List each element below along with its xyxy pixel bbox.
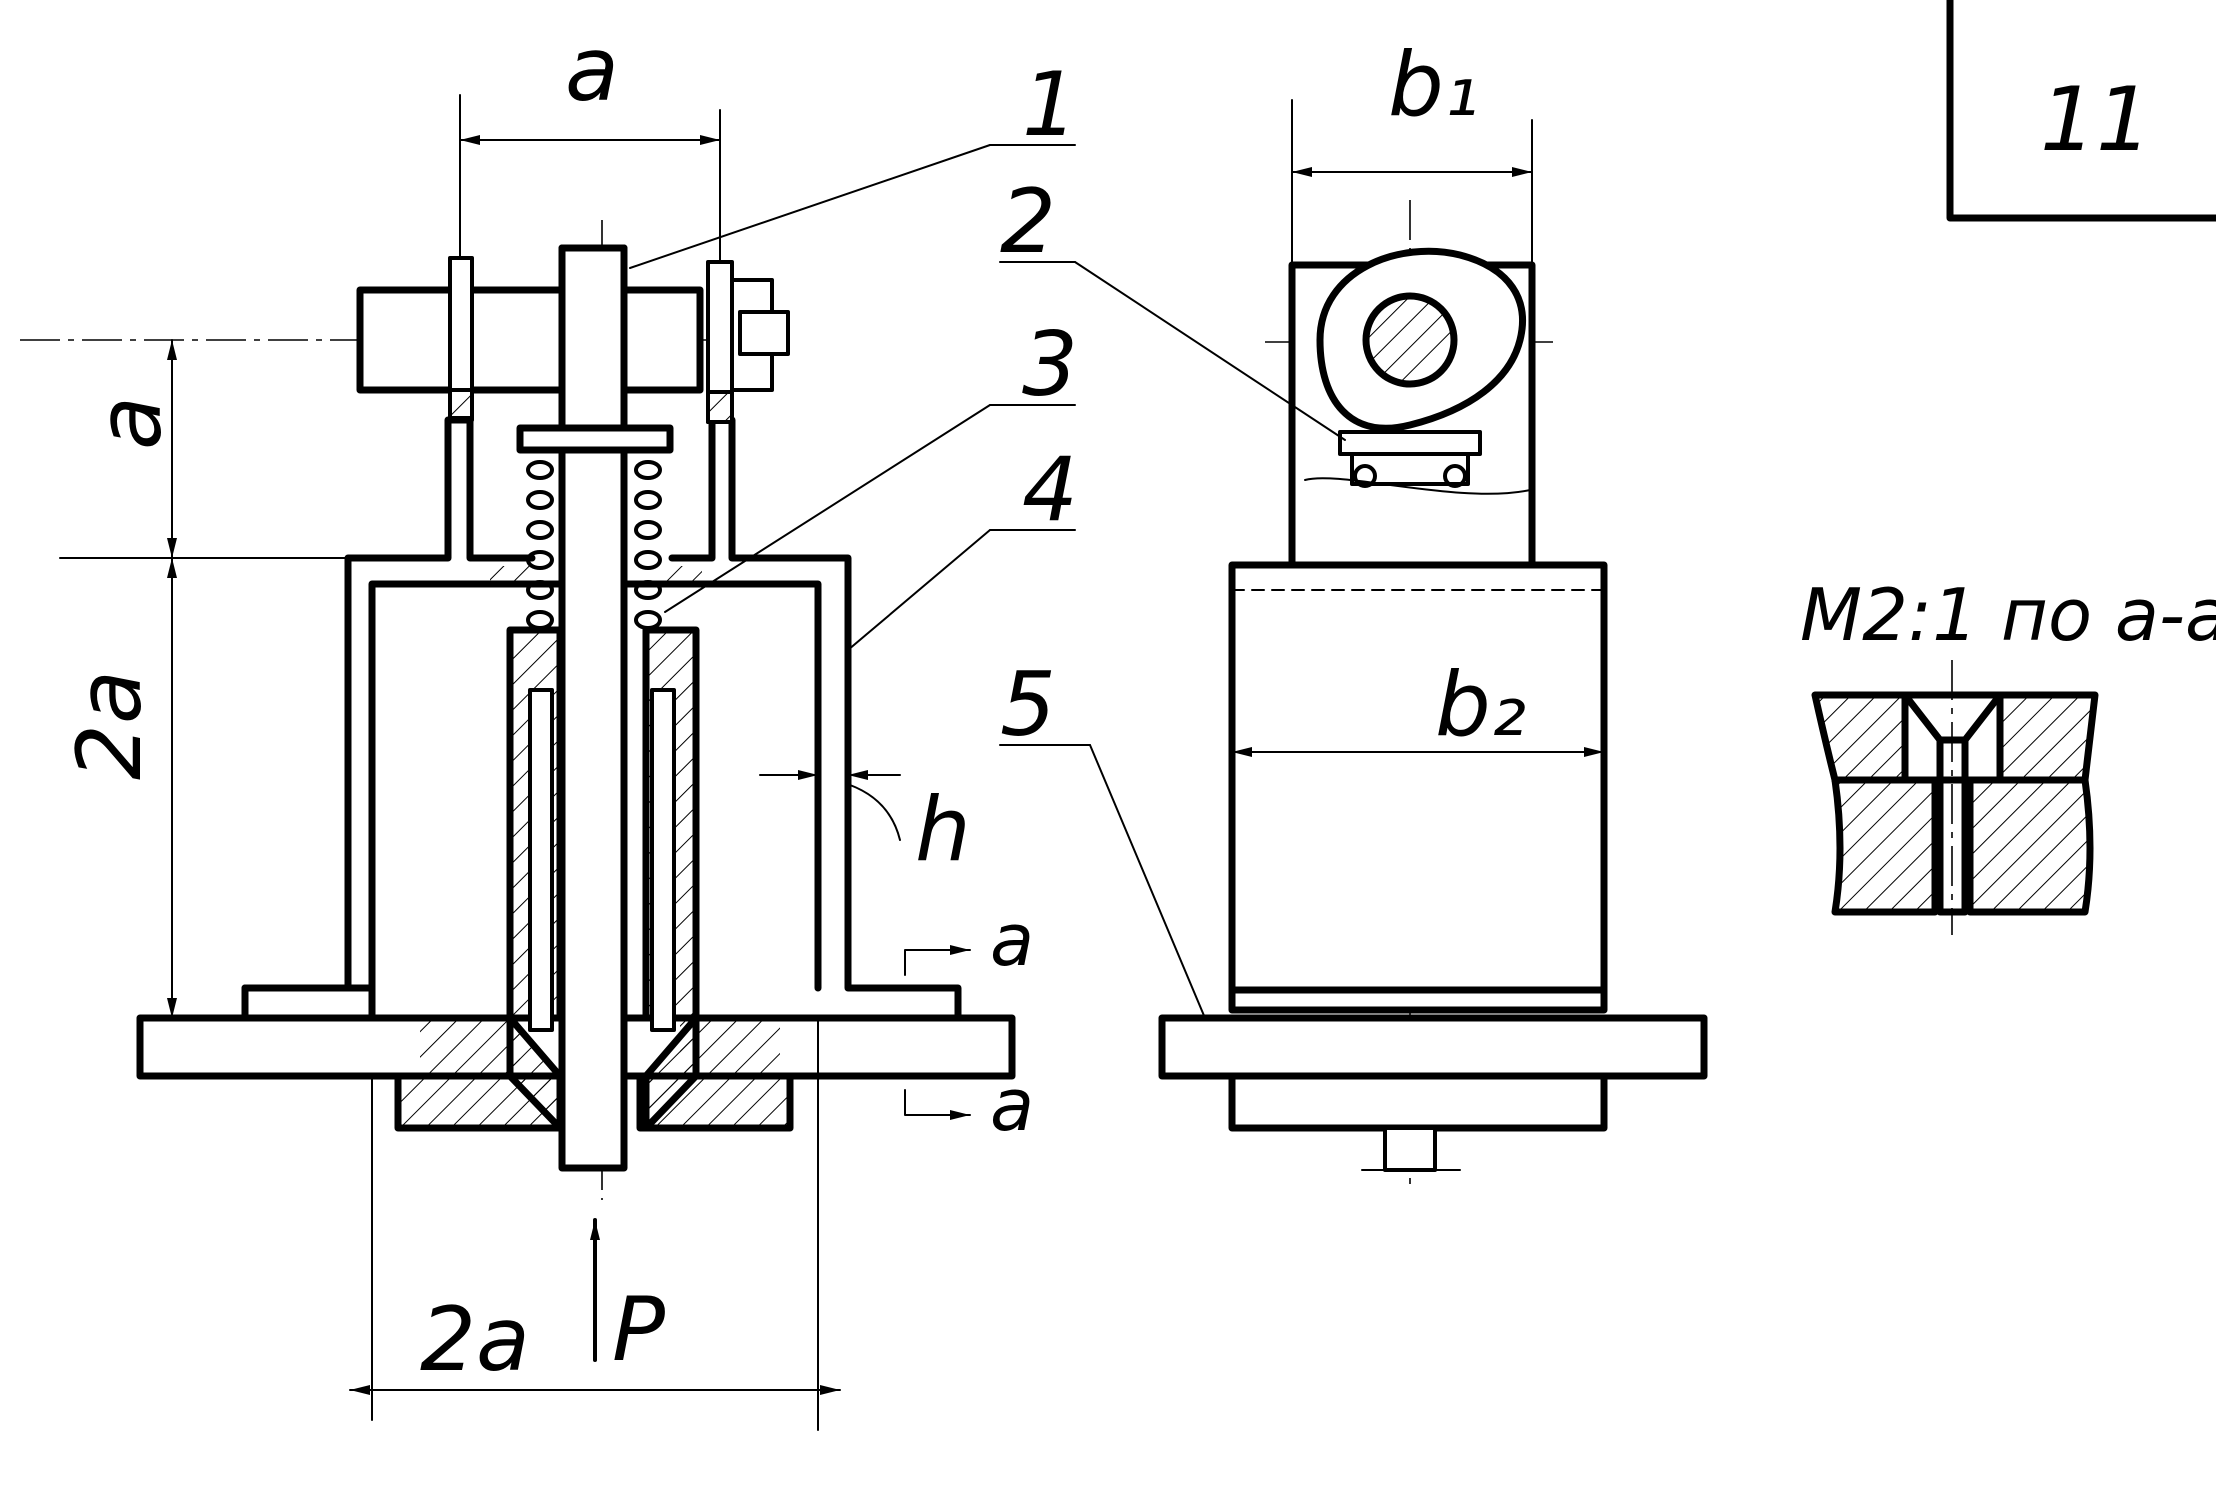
detail-title: M2:1 по a-a <box>1800 573 2216 657</box>
sheet-number-box: 11 <box>1946 0 2216 222</box>
section-mark-top: a <box>990 898 1034 982</box>
dim-2a-left: 2a <box>58 670 161 780</box>
thickness-label: h <box>915 778 971 881</box>
front-view-section: a a 2a 2a P h a a <box>20 18 1076 1431</box>
dim-2a-bottom: 2a <box>420 1288 530 1391</box>
side-view: b₁ b₂ <box>999 33 1708 1190</box>
sheet-number: 11 <box>2040 68 2152 171</box>
callout-5: 5 <box>1000 653 1056 756</box>
force-label: P <box>612 1278 665 1381</box>
dim-a-top: a <box>565 18 619 121</box>
dim-a-left: a <box>78 396 181 450</box>
callout-4: 4 <box>1022 438 1078 541</box>
callout-3: 3 <box>1022 313 1078 416</box>
detail-section: M2:1 по a-a <box>1800 573 2216 935</box>
section-mark-bottom: a <box>990 1063 1034 1147</box>
dim-b2: b₂ <box>1435 653 1526 756</box>
dim-b1: b₁ <box>1388 33 1479 136</box>
callout-1: 1 <box>1022 53 1078 156</box>
lever-bar <box>356 286 704 394</box>
spring <box>526 460 662 630</box>
callout-2: 2 <box>1000 170 1056 273</box>
